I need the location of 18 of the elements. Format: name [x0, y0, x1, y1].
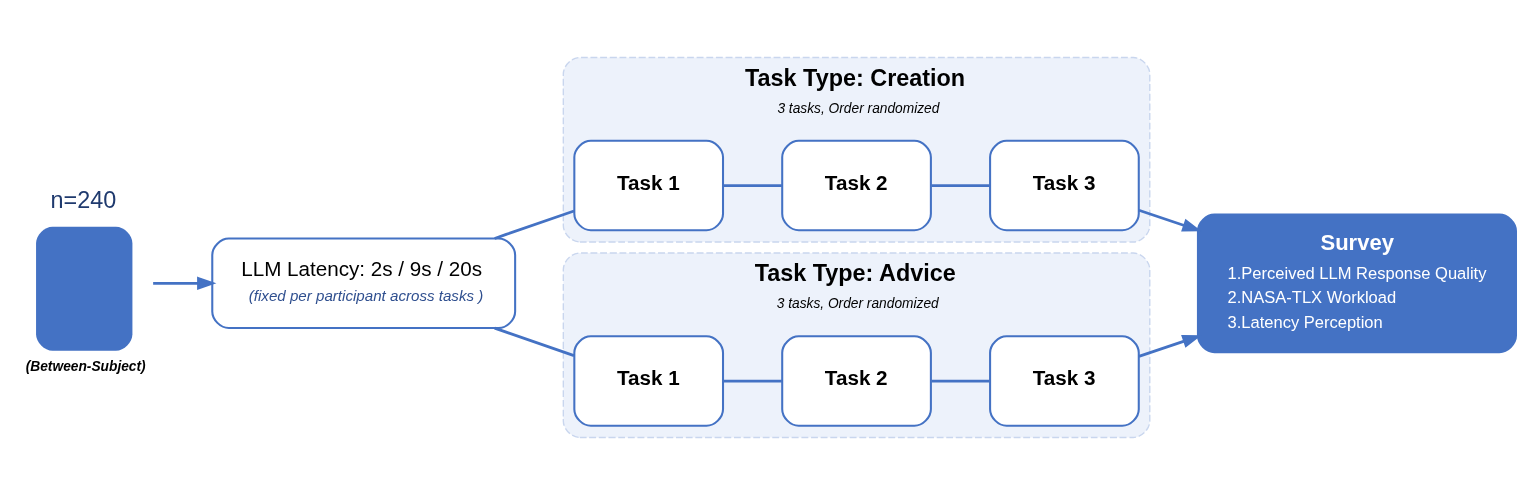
- node-box: Task 2: [781, 335, 932, 427]
- node-box: Task 1: [573, 335, 725, 427]
- connector: [723, 379, 782, 383]
- node-box: Survey 1.Perceived LLM Response Quality 2.NASA-TLX Workload 3.Latency Perception: [1196, 213, 1517, 354]
- connector: [494, 209, 575, 240]
- node-person: [36, 226, 133, 351]
- node-label: (Between-Subject): [25, 359, 146, 375]
- arrow: [153, 276, 217, 291]
- node-label: n=240: [50, 187, 117, 214]
- node-box: Task 3: [989, 335, 1140, 427]
- node-box: Task 2: [781, 139, 932, 232]
- node-box: LLM Latency: 2s / 9s / 20s (fixed per participant across tasks ): [211, 237, 517, 330]
- node-box: Task 3: [989, 139, 1140, 232]
- connector: [931, 379, 990, 383]
- connector: [931, 184, 990, 187]
- node-box: Task 1: [573, 139, 725, 232]
- connector: [723, 184, 782, 187]
- connector: [494, 326, 575, 357]
